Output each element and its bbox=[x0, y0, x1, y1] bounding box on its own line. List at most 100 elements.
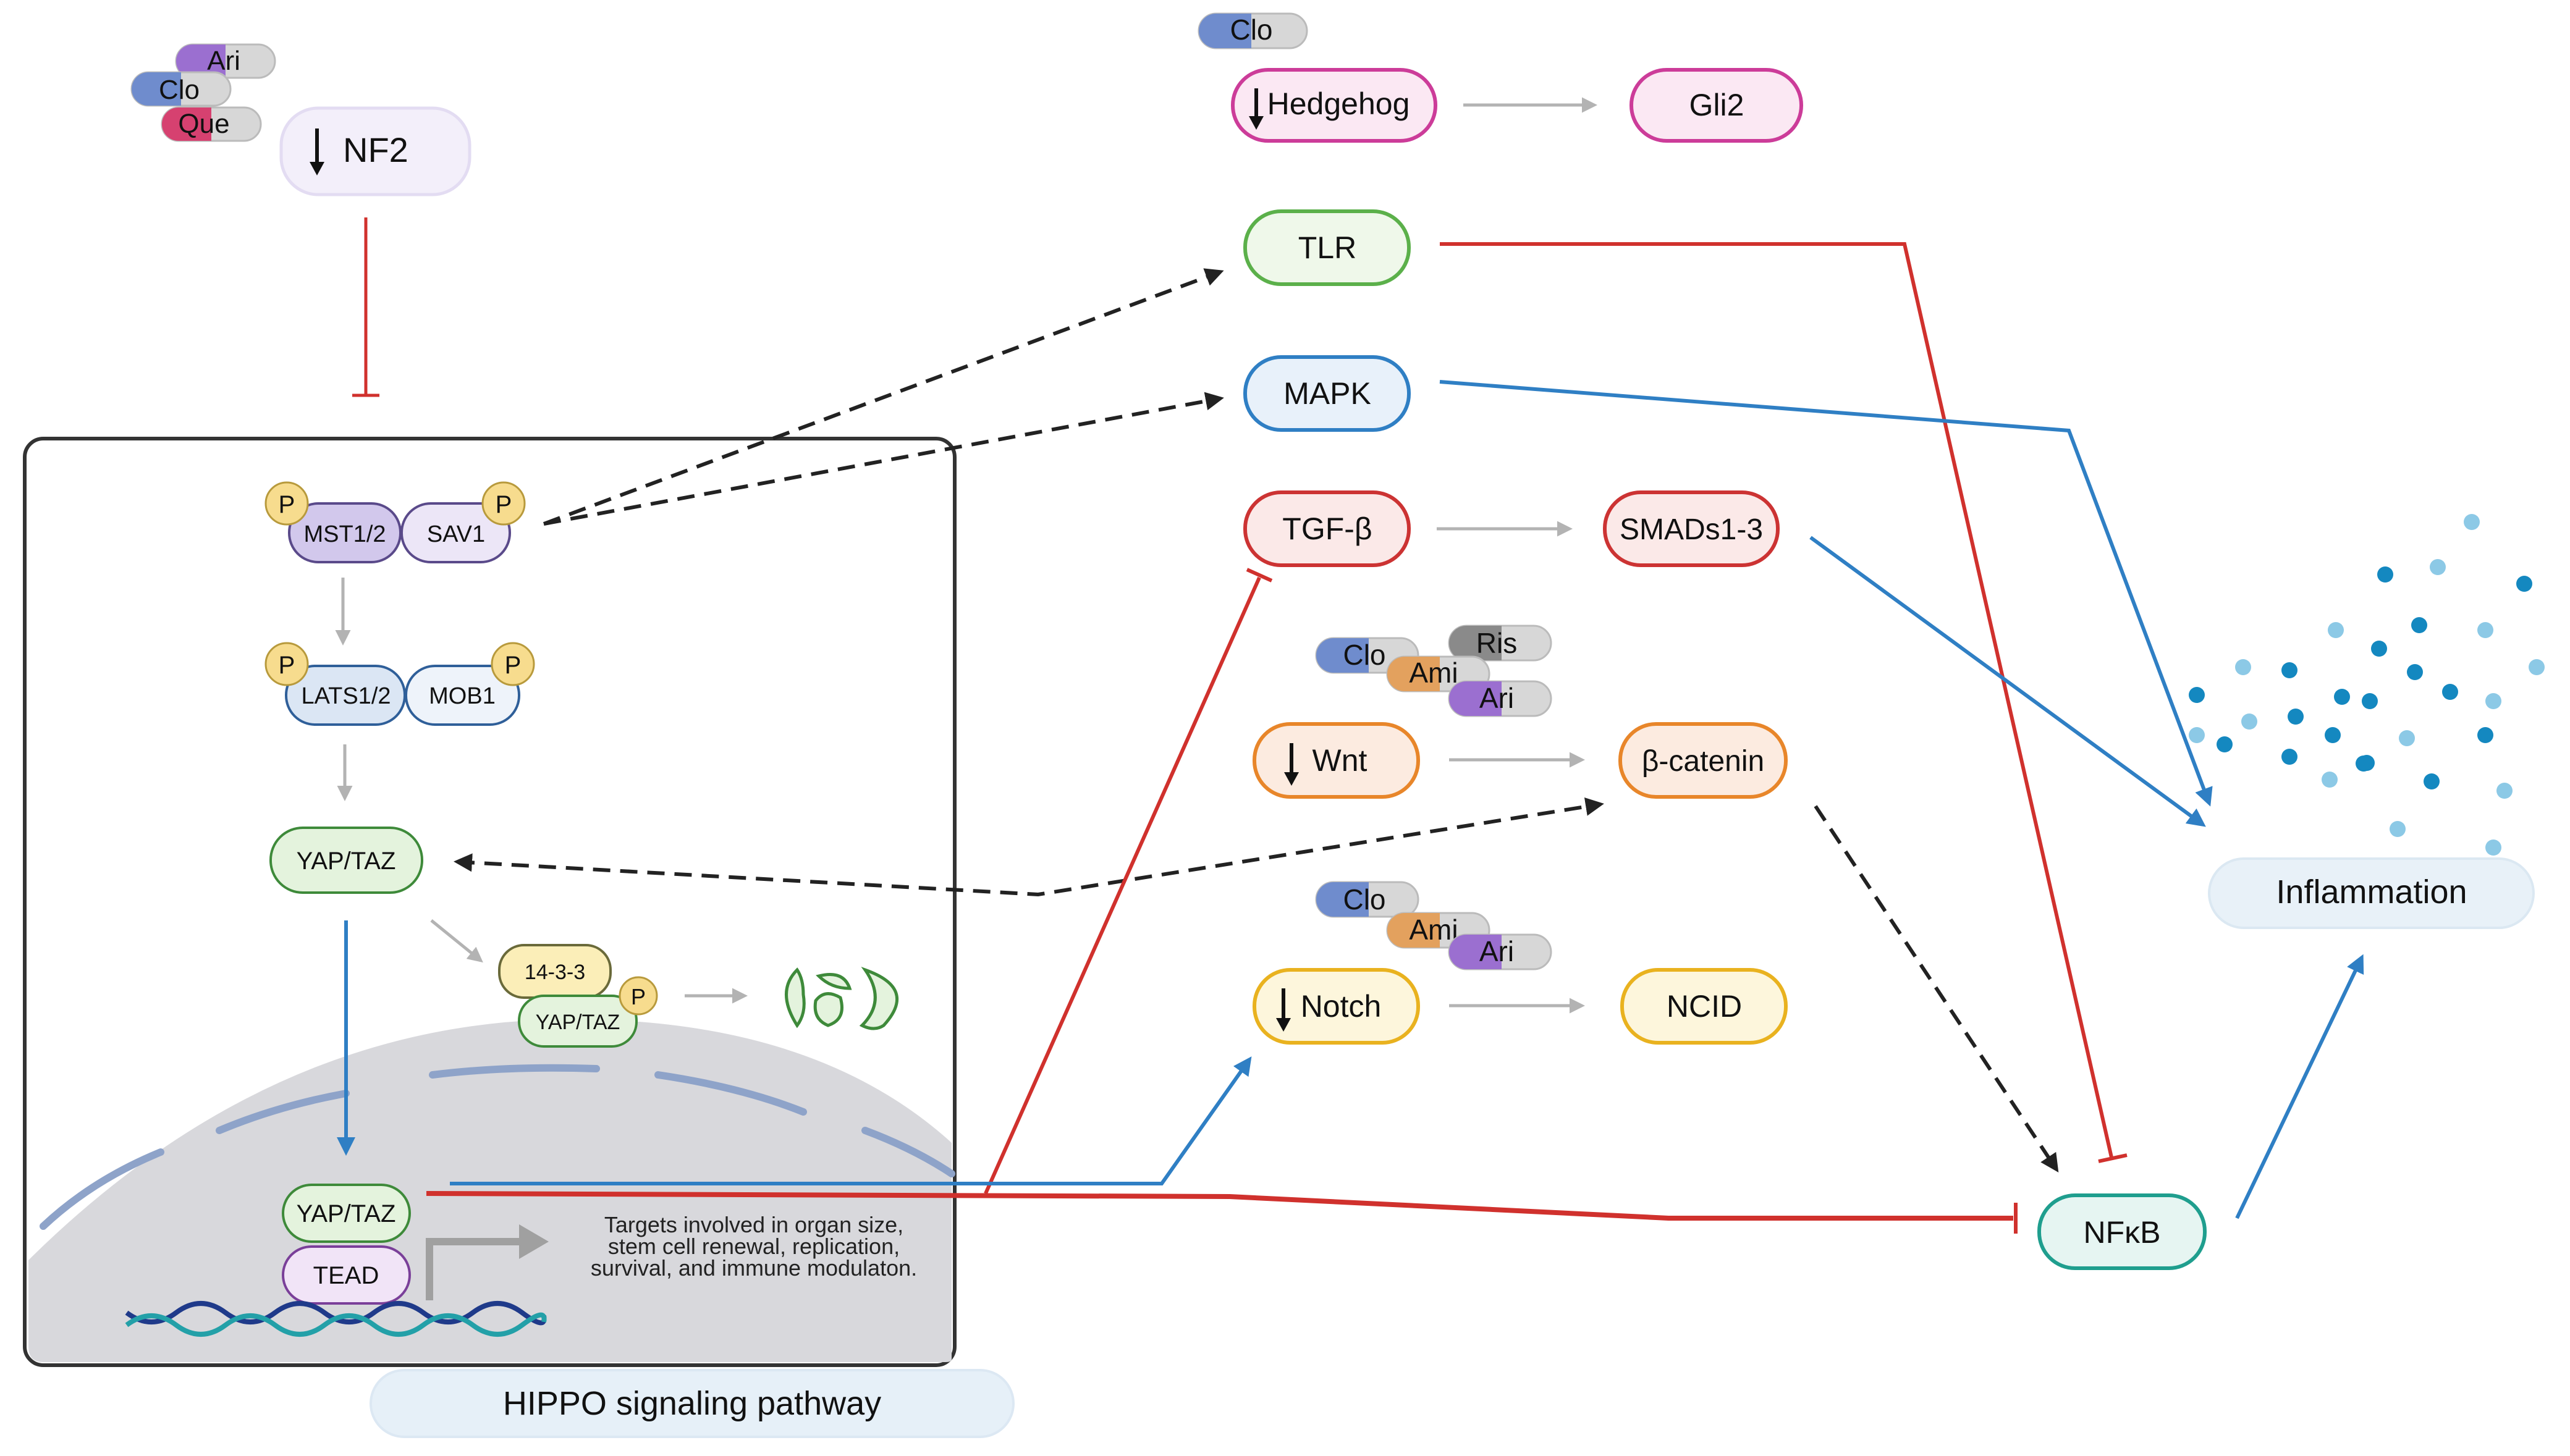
tead-label: TEAD bbox=[313, 1262, 379, 1289]
phosphate-icon: P bbox=[619, 976, 658, 1016]
down-arrow-icon bbox=[310, 128, 324, 175]
clo-pill-icon: Clo bbox=[1198, 12, 1308, 49]
mob-label: MOB1 bbox=[429, 683, 496, 709]
svg-text:survival, and immune modulaton: survival, and immune modulaton. bbox=[591, 1255, 917, 1281]
smads-label: SMADs1-3 bbox=[1620, 513, 1763, 546]
inflammation-node: Inflammation bbox=[2208, 857, 2535, 929]
gli2-label: Gli2 bbox=[1689, 88, 1744, 122]
svg-text:P: P bbox=[279, 491, 295, 518]
wnt-node: Wnt bbox=[1253, 722, 1420, 799]
ncid-node: NCID bbox=[1620, 968, 1788, 1045]
wnt-label: Wnt bbox=[1312, 743, 1367, 778]
yap-inhibits-tgfb-bar bbox=[1246, 568, 1273, 583]
ari-label: Ari bbox=[1479, 682, 1514, 714]
ami-label: Ami bbox=[1409, 914, 1458, 946]
mst-to-tlr-dashed-arrow bbox=[543, 268, 1224, 526]
cytokine-particles bbox=[2189, 514, 2545, 856]
hedgehog-label: Hedgehog bbox=[1267, 86, 1410, 121]
gli2-node: Gli2 bbox=[1629, 68, 1803, 143]
gray-arrow bbox=[430, 919, 483, 963]
phosphate-icon: P bbox=[481, 481, 526, 526]
smads-to-inflammation bbox=[1809, 536, 2206, 827]
sav-label: SAV1 bbox=[427, 521, 485, 547]
bcatenin-label: β-catenin bbox=[1642, 745, 1764, 778]
clo-label: Clo bbox=[1343, 639, 1385, 671]
transcription-arrow-icon bbox=[426, 1238, 522, 1300]
yap-taz-node: YAP/TAZ bbox=[269, 827, 423, 894]
smads-node: SMADs1-3 bbox=[1603, 490, 1780, 567]
hippo-pathway-box bbox=[23, 437, 957, 1367]
ari-label: Ari bbox=[1479, 935, 1514, 967]
que-pill-icon: Que bbox=[161, 106, 262, 142]
phosphate-icon: P bbox=[264, 481, 309, 526]
phosphate-icon: P bbox=[491, 642, 535, 686]
ami-label: Ami bbox=[1409, 657, 1458, 689]
notch-node: Notch bbox=[1253, 968, 1420, 1045]
ncid-label: NCID bbox=[1667, 989, 1742, 1024]
tlr-inhibits-nfkb-bar bbox=[2098, 1153, 2128, 1163]
bcatenin-to-nfkb-dashed-arrow bbox=[1814, 805, 2059, 1173]
nfkb-label: NFκB bbox=[2084, 1215, 2161, 1250]
yap-taz-tead-complex: YAP/TAZ TEAD bbox=[282, 1184, 411, 1305]
clo-pill-icon: Clo bbox=[1315, 881, 1419, 918]
svg-text:P: P bbox=[496, 491, 512, 518]
14-3-3-complex: 14-3-3 YAP/TAZ P bbox=[498, 944, 658, 1048]
ris-pill-icon: Ris bbox=[1448, 625, 1552, 662]
clo-pill-icon: Clo bbox=[130, 71, 232, 107]
yap-inhibits-tgfb bbox=[984, 576, 1261, 1195]
yap-inhibits-nfkb bbox=[426, 1191, 2013, 1221]
hippo-caption-pill: HIPPO signaling pathway bbox=[370, 1369, 1015, 1438]
nfkb-to-inflammation bbox=[2235, 954, 2364, 1219]
yap-taz-nuclear-label: YAP/TAZ bbox=[297, 1200, 396, 1227]
targets-text: Targets involved in organ size, stem cel… bbox=[591, 1212, 917, 1281]
ris-label: Ris bbox=[1476, 627, 1517, 659]
ari-pill-icon: Ari bbox=[1448, 680, 1552, 717]
down-arrow-icon bbox=[1249, 88, 1264, 130]
drug-pills-wnt: Ris Clo Ami Ari bbox=[1315, 625, 1552, 717]
mapk-to-inflammation bbox=[1439, 380, 2213, 807]
mapk-node: MAPK bbox=[1243, 355, 1411, 432]
tlr-node: TLR bbox=[1243, 209, 1411, 286]
clo-label: Clo bbox=[1343, 883, 1385, 915]
ami-pill-icon: Ami bbox=[1386, 912, 1490, 949]
dna-helix-icon bbox=[125, 1301, 547, 1337]
tlr-label: TLR bbox=[1298, 230, 1356, 265]
down-arrow-icon bbox=[1276, 988, 1291, 1032]
bcatenin-node: β-catenin bbox=[1618, 722, 1788, 799]
nuclear-envelope bbox=[40, 1064, 955, 1230]
lats-mob-complex: LATS1/2 MOB1 P P bbox=[264, 642, 535, 726]
svg-text:P: P bbox=[505, 652, 522, 679]
nf2-node: NF2 bbox=[279, 106, 471, 196]
clo-label: Clo bbox=[1230, 14, 1272, 46]
yap-activates-notch bbox=[450, 1056, 1252, 1185]
mst-sav-complex: MST1/2 SAV1 P P bbox=[264, 481, 526, 563]
tgfb-label: TGF-β bbox=[1282, 511, 1372, 546]
drug-pills-nf2: Ari Clo Que bbox=[130, 43, 276, 142]
tlr-inhibits-nfkb bbox=[1440, 242, 2114, 1161]
phosphate-icon: P bbox=[264, 642, 309, 686]
lats-label: LATS1/2 bbox=[301, 683, 391, 709]
ari-label: Ari bbox=[207, 46, 240, 76]
clo-label: Clo bbox=[159, 75, 200, 105]
ari-pill-icon: Ari bbox=[1448, 933, 1552, 970]
que-label: Que bbox=[178, 109, 229, 139]
nf2-label: NF2 bbox=[343, 130, 408, 169]
svg-text:P: P bbox=[279, 652, 295, 679]
notch-label: Notch bbox=[1301, 989, 1382, 1024]
mst-to-mapk-dashed-arrow bbox=[543, 392, 1224, 526]
mapk-label: MAPK bbox=[1283, 376, 1371, 411]
nfkb-node: NFκB bbox=[2037, 1193, 2207, 1270]
yap-bcatenin-dashed-arrow bbox=[454, 797, 1604, 897]
14-3-3-label: 14-3-3 bbox=[525, 961, 585, 984]
tgfb-node: TGF-β bbox=[1243, 490, 1411, 567]
yap-taz-label: YAP/TAZ bbox=[297, 848, 396, 875]
svg-text:stem cell renewal, replication: stem cell renewal, replication, bbox=[608, 1234, 900, 1259]
mst-label: MST1/2 bbox=[303, 521, 386, 547]
drug-pills-notch: Clo Ami Ari bbox=[1315, 881, 1552, 970]
degradation-icon bbox=[785, 967, 899, 1030]
svg-text:Targets involved in organ size: Targets involved in organ size, bbox=[604, 1212, 903, 1237]
down-arrow-icon bbox=[1284, 743, 1299, 786]
yap-taz-bound-label: YAP/TAZ bbox=[536, 1011, 620, 1034]
hippo-caption: HIPPO signaling pathway bbox=[503, 1385, 881, 1422]
ari-pill-icon: Ari bbox=[175, 43, 276, 79]
